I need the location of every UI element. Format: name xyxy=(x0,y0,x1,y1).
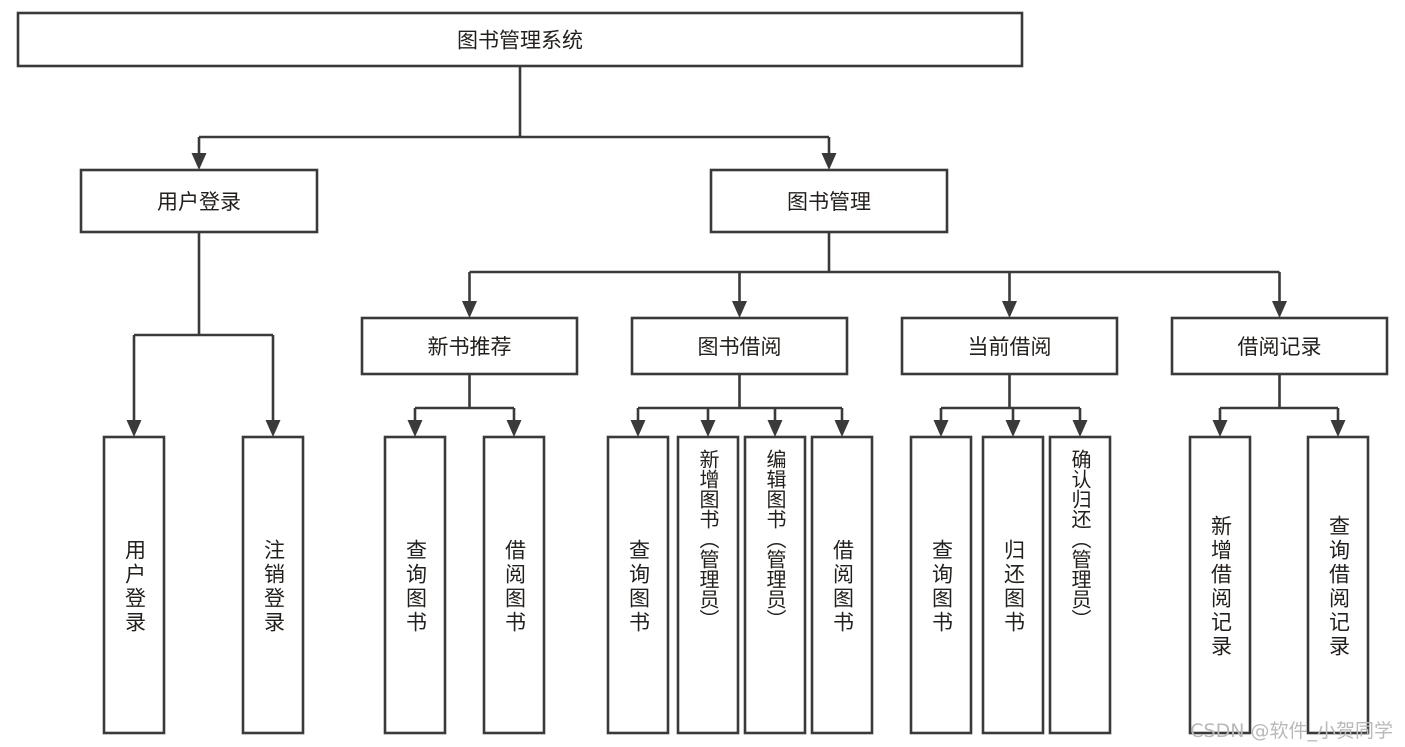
node-root-box[interactable] xyxy=(16,11,1024,68)
leaf-connector-4-1-arrow xyxy=(1330,420,1346,437)
node-l2-label-0: 用户登录 xyxy=(157,190,241,214)
node-leaf-box-3[interactable] xyxy=(482,435,546,735)
node-l3-label-2: 当前借阅 xyxy=(968,335,1052,359)
node-leaf-box-8[interactable] xyxy=(909,435,973,735)
node-leaf-box-9[interactable] xyxy=(981,435,1045,735)
leaf-connector-4-0-arrow xyxy=(1212,420,1228,437)
node-leaf-box-4[interactable] xyxy=(606,435,670,735)
node-leaf-box-5[interactable] xyxy=(676,435,740,735)
node-leaf-box-12[interactable] xyxy=(1306,435,1370,735)
node-leaf-box-11[interactable] xyxy=(1188,435,1252,735)
node-l2-label-1: 图书管理 xyxy=(787,190,871,214)
leaf-connector-0-0-arrow xyxy=(126,420,142,437)
node-l3-label-0: 新书推荐 xyxy=(428,335,512,359)
node-leaf-box-1[interactable] xyxy=(241,435,305,735)
leaf-connector-2-0-arrow xyxy=(630,420,646,437)
leaf-connector-3-0-arrow xyxy=(933,420,949,437)
node-l2-box-0[interactable] xyxy=(79,168,319,234)
l2-to-l3-2-arrow xyxy=(1002,301,1017,318)
node-l3-box-1[interactable] xyxy=(630,316,849,376)
leaf-connector-3-2-arrow xyxy=(1072,420,1088,437)
l2-to-l3-0-arrow xyxy=(462,301,477,318)
l2-to-l3-1-arrow xyxy=(732,301,747,318)
node-l3-box-2[interactable] xyxy=(900,316,1119,376)
node-leaf-box-0[interactable] xyxy=(102,435,166,735)
node-l3-label-3: 借阅记录 xyxy=(1238,335,1322,359)
root-to-l2-1-arrow xyxy=(821,153,837,170)
leaf-connector-1-0-arrow xyxy=(407,420,423,437)
node-root-label: 图书管理系统 xyxy=(457,29,583,53)
node-leaf-box-6[interactable] xyxy=(743,435,807,735)
node-leaf-box-10[interactable] xyxy=(1048,435,1112,735)
node-l3-box-3[interactable] xyxy=(1170,316,1389,376)
l2-to-l3-3-arrow xyxy=(1272,301,1287,318)
watermark-text: CSDN @软件_小贺同学 xyxy=(1190,720,1393,742)
node-l3-box-0[interactable] xyxy=(360,316,579,376)
leaf-connector-3-1-arrow xyxy=(1005,420,1021,437)
node-leaf-box-2[interactable] xyxy=(383,435,447,735)
root-to-l2-0-arrow xyxy=(191,153,207,170)
node-leaf-box-7[interactable] xyxy=(810,435,874,735)
leaf-connector-2-2-arrow xyxy=(767,420,783,437)
node-box-layer xyxy=(16,11,1389,735)
leaf-connector-2-3-arrow xyxy=(834,420,850,437)
node-l2-box-1[interactable] xyxy=(709,168,949,234)
connector-layer xyxy=(126,66,1346,437)
leaf-connector-2-1-arrow xyxy=(700,420,716,437)
leaf-connector-1-1-arrow xyxy=(506,420,522,437)
leaf-connector-0-1-arrow xyxy=(265,420,281,437)
node-l3-label-1: 图书借阅 xyxy=(698,335,782,359)
